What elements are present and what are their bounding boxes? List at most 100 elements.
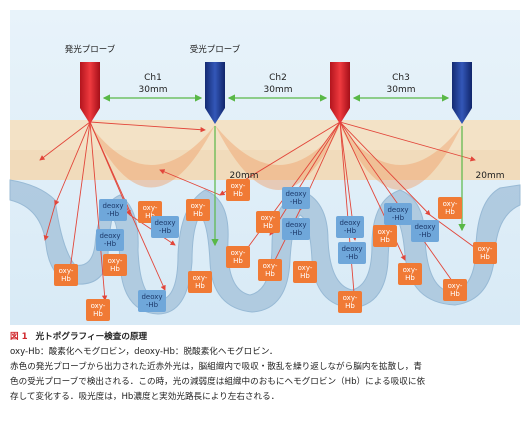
deoxy-hb-label: deoxy (387, 206, 408, 214)
oxy-hb-marker: oxy-Hb (258, 259, 282, 281)
oxy-hb-label: Hb (110, 265, 120, 273)
caption-title: 光トポグラフィー検査の原理 (35, 332, 148, 342)
oxy-hb-label: oxy- (263, 262, 278, 270)
figure-number: 図 1 (10, 332, 28, 342)
deoxy-hb-marker: deoxy-Hb (151, 216, 179, 238)
oxy-hb-marker: oxy-Hb (226, 179, 250, 201)
figure-caption: 図 1 光トポグラフィー検査の原理 oxy-Hb：酸素化ヘモグロビン，deoxy-… (10, 330, 520, 405)
ch1-distance: 30mm (139, 85, 168, 95)
deoxy-hb-marker: deoxy-Hb (138, 290, 166, 312)
oxy-hb-label: Hb (445, 208, 455, 216)
hemoglobin-markers: oxy-Hbdeoxy-Hboxy-Hbdeoxy-Hbdeoxy-Hboxy-… (54, 179, 497, 321)
oxy-hb-label: oxy- (443, 200, 458, 208)
oxy-hb-label: Hb (345, 302, 355, 310)
oxy-hb-label: Hb (263, 222, 273, 230)
oxy-hb-marker: oxy-Hb (438, 197, 462, 219)
oxy-hb-label: Hb (93, 310, 103, 318)
deoxy-hb-marker: deoxy-Hb (336, 216, 364, 238)
oxy-hb-label: oxy- (261, 214, 276, 222)
deoxy-hb-marker: deoxy-Hb (96, 229, 124, 251)
deoxy-hb-label: -Hb (344, 227, 357, 235)
depth-label: 20mm (230, 171, 259, 181)
caption-line-1: oxy-Hb：酸素化ヘモグロビン，deoxy-Hb：脱酸素化ヘモグロビン． (10, 347, 278, 357)
oxy-hb-label: oxy- (478, 245, 493, 253)
oxy-hb-marker: oxy-Hb (373, 225, 397, 247)
deoxy-hb-marker: deoxy-Hb (282, 218, 310, 240)
deoxy-hb-marker: deoxy-Hb (384, 203, 412, 225)
oxy-hb-label: Hb (145, 212, 155, 220)
oxy-hb-marker: oxy-Hb (103, 254, 127, 276)
deoxy-hb-label: deoxy (99, 232, 120, 240)
oxy-hb-marker: oxy-Hb (186, 199, 210, 221)
oxy-hb-label: Hb (405, 274, 415, 282)
oxy-hb-label: oxy- (403, 266, 418, 274)
deoxy-hb-label: -Hb (104, 240, 117, 248)
light-path-banana-shapes (90, 125, 462, 190)
oxy-hb-label: Hb (265, 270, 275, 278)
deoxy-hb-label: deoxy (285, 190, 306, 198)
deoxy-hb-marker: deoxy-Hb (282, 187, 310, 209)
oxy-hb-label: oxy- (231, 249, 246, 257)
deoxy-hb-label: -Hb (107, 210, 120, 218)
emit-probe-label: 発光プローブ (65, 44, 116, 55)
oxy-hb-marker: oxy-Hb (293, 261, 317, 283)
deoxy-hb-label: -Hb (346, 253, 359, 261)
oxy-hb-label: oxy- (59, 267, 74, 275)
oxy-hb-marker: oxy-Hb (226, 246, 250, 268)
oxy-hb-label: oxy- (191, 202, 206, 210)
oxy-hb-label: oxy- (231, 182, 246, 190)
deoxy-hb-label: -Hb (290, 229, 303, 237)
deoxy-hb-label: -Hb (159, 227, 172, 235)
deoxy-hb-label: deoxy (341, 245, 362, 253)
oxy-hb-label: oxy- (91, 302, 106, 310)
oxy-hb-label: Hb (380, 236, 390, 244)
oxy-hb-label: oxy- (193, 274, 208, 282)
oxy-hb-label: oxy- (378, 228, 393, 236)
detect-probe-1 (205, 62, 225, 124)
ch3-distance: 30mm (387, 85, 416, 95)
oxy-hb-label: Hb (233, 257, 243, 265)
caption-line-4: 存して変化する．吸光度は，Hb濃度と実効光路長により左右される． (10, 392, 280, 402)
oxy-hb-label: Hb (233, 190, 243, 198)
oxy-hb-label: Hb (193, 210, 203, 218)
oxy-hb-marker: oxy-Hb (443, 279, 467, 301)
deoxy-hb-label: deoxy (102, 202, 123, 210)
detect-probe-2 (452, 62, 472, 124)
deoxy-hb-label: deoxy (141, 293, 162, 301)
detect-probe-label: 受光プローブ (190, 44, 241, 55)
ch2-distance: 30mm (264, 85, 293, 95)
oxy-hb-label: oxy- (298, 264, 313, 272)
skull-layer (10, 150, 520, 180)
emit-probe-2 (330, 62, 350, 124)
caption-line-3: 色の受光プローブで検出される．この時，光の減弱度は組織中のおもにヘモグロビン（H… (10, 377, 426, 387)
oxy-hb-label: Hb (61, 275, 71, 283)
deoxy-hb-label: -Hb (290, 198, 303, 206)
oxy-hb-label: oxy- (343, 294, 358, 302)
depth-label-right: 20mm (476, 171, 505, 181)
deoxy-hb-marker: deoxy-Hb (411, 220, 439, 242)
oxy-hb-marker: oxy-Hb (338, 291, 362, 313)
oxy-hb-marker: oxy-Hb (398, 263, 422, 285)
deoxy-hb-label: deoxy (154, 219, 175, 227)
oxy-hb-label: Hb (450, 290, 460, 298)
deoxy-hb-label: -Hb (392, 214, 405, 222)
ch1-label: Ch1 (144, 73, 162, 83)
emit-probe-1 (80, 62, 100, 124)
deoxy-hb-label: deoxy (414, 223, 435, 231)
oxy-hb-marker: oxy-Hb (54, 264, 78, 286)
ch3-label: Ch3 (392, 73, 410, 83)
oxy-hb-marker: oxy-Hb (188, 271, 212, 293)
deoxy-hb-label: deoxy (339, 219, 360, 227)
oxy-hb-marker: oxy-Hb (473, 242, 497, 264)
deoxy-hb-marker: deoxy-Hb (338, 242, 366, 264)
oxy-hb-label: oxy- (143, 204, 158, 212)
oxy-hb-label: Hb (195, 282, 205, 290)
oxy-hb-label: oxy- (448, 282, 463, 290)
oxy-hb-label: Hb (480, 253, 490, 261)
deoxy-hb-label: deoxy (285, 221, 306, 229)
ch2-label: Ch2 (269, 73, 287, 83)
deoxy-hb-marker: deoxy-Hb (99, 199, 127, 221)
oxy-hb-marker: oxy-Hb (256, 211, 280, 233)
oxy-hb-label: oxy- (108, 257, 123, 265)
